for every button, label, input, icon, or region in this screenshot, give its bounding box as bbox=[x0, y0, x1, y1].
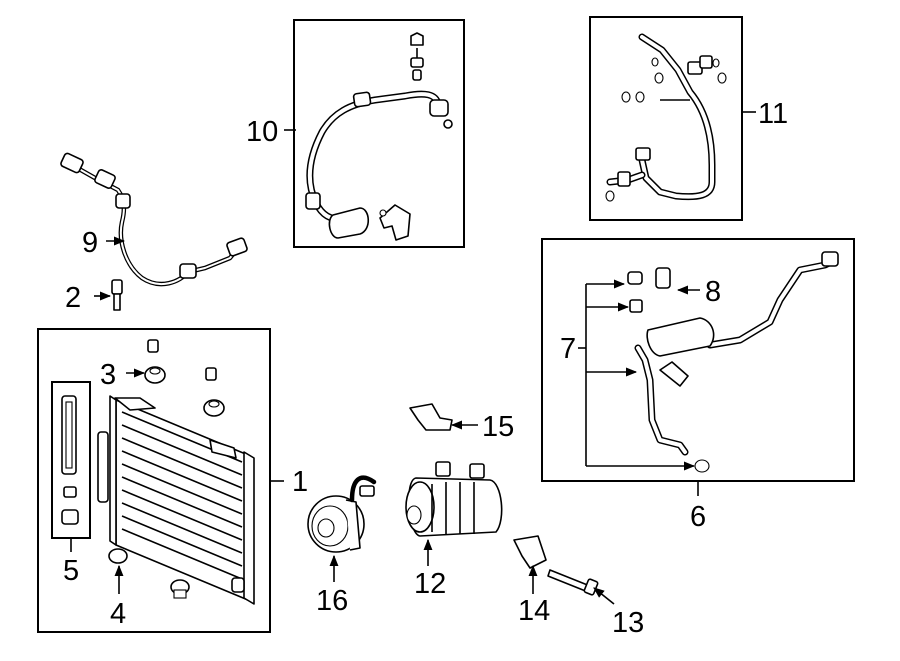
callout-4: 4 bbox=[110, 598, 126, 630]
callout-6: 6 bbox=[690, 501, 706, 533]
liquid-line-assembly bbox=[627, 251, 839, 473]
leader-lines bbox=[70, 111, 756, 605]
callout-11: 11 bbox=[758, 98, 788, 130]
callout-3: 3 bbox=[100, 359, 116, 391]
callout-9: 9 bbox=[82, 227, 98, 259]
callout-2: 2 bbox=[65, 282, 81, 314]
discharge-hose bbox=[305, 32, 453, 241]
callout-14: 14 bbox=[518, 595, 550, 627]
pressure-switch bbox=[111, 279, 123, 311]
pressure-switch-harness bbox=[60, 152, 248, 287]
frame-suction-hose bbox=[589, 16, 743, 221]
frame-discharge-hose bbox=[293, 19, 465, 248]
compressor-sensor bbox=[513, 535, 547, 569]
mounting-bolt bbox=[547, 569, 599, 596]
callout-13: 13 bbox=[612, 607, 644, 639]
hose-bracket bbox=[409, 403, 453, 431]
receiver-desiccant bbox=[61, 395, 79, 525]
compressor-clutch bbox=[307, 475, 377, 553]
ac-compressor bbox=[405, 461, 503, 537]
frame-liquid-line bbox=[541, 238, 855, 482]
callout-labels: 1 2 3 4 5 6 7 8 9 10 11 12 13 14 15 16 bbox=[63, 98, 788, 639]
suction-hose bbox=[605, 33, 727, 202]
callout-12: 12 bbox=[414, 568, 446, 600]
mount-bushings bbox=[144, 339, 225, 417]
condenser bbox=[97, 395, 255, 605]
callout-1: 1 bbox=[292, 466, 308, 498]
lower-mounts bbox=[108, 548, 190, 599]
callout-5: 5 bbox=[63, 555, 79, 587]
callout-8: 8 bbox=[705, 276, 721, 308]
callout-10: 10 bbox=[246, 116, 278, 148]
callout-15: 15 bbox=[482, 411, 514, 443]
callout-16: 16 bbox=[316, 585, 348, 617]
callout-7: 7 bbox=[560, 333, 576, 365]
